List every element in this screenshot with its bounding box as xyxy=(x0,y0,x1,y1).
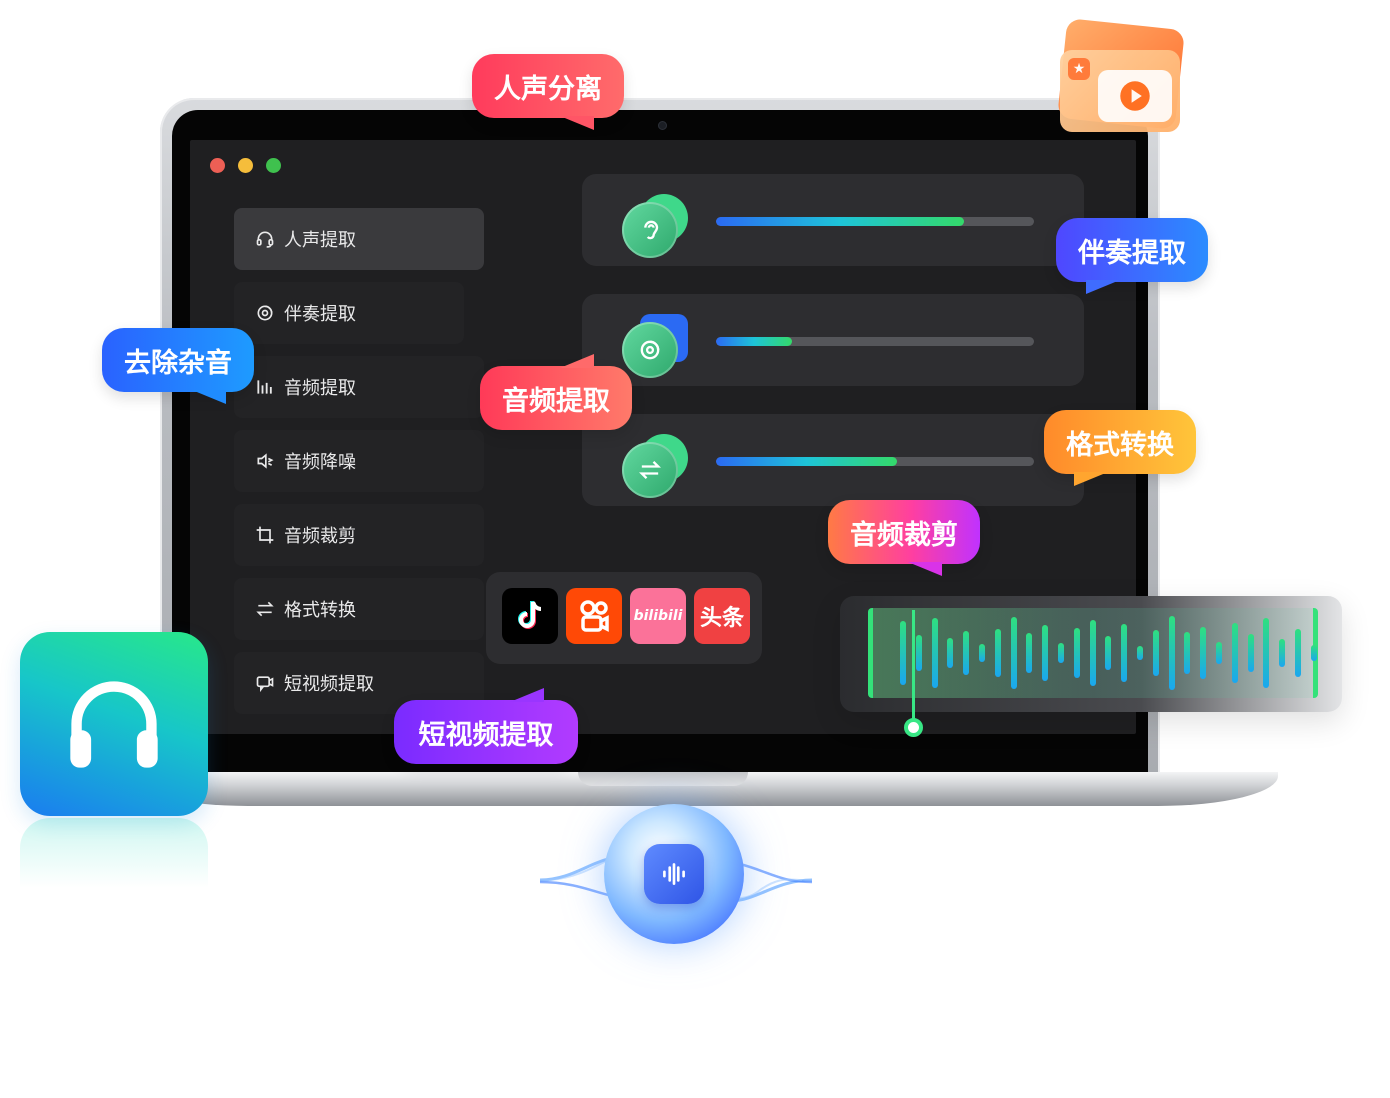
task-icon xyxy=(622,434,692,498)
ear-icon xyxy=(622,202,678,258)
playhead-line[interactable] xyxy=(912,610,915,722)
bubble-tail xyxy=(510,688,544,702)
waveform-bar xyxy=(1295,629,1301,677)
sidebar-item-label: 人声提取 xyxy=(284,230,356,251)
waveform-bar xyxy=(1042,625,1049,681)
waveform-bar xyxy=(979,644,985,662)
task-card-accompaniment[interactable] xyxy=(582,294,1084,386)
waveform-bar xyxy=(1279,639,1286,667)
swap-arrows-icon xyxy=(254,598,276,620)
waveform-bar xyxy=(994,629,1001,677)
waveform-bar xyxy=(1010,617,1017,689)
sidebar-item-denoise[interactable]: 音频降噪 xyxy=(234,430,484,492)
music-disc-icon xyxy=(254,302,276,324)
star-icon: ★ xyxy=(1068,58,1090,80)
bubble-tail xyxy=(1074,472,1108,486)
waveform-bar xyxy=(963,631,970,675)
sidebar-item-label: 短视频提取 xyxy=(284,674,374,695)
waveform-bar xyxy=(1247,634,1254,672)
bubble-short-video: 短视频提取 xyxy=(394,700,578,764)
sidebar-item-audio-extract[interactable]: 音频提取 xyxy=(234,356,484,418)
video-chat-icon xyxy=(254,672,276,694)
laptop-notch xyxy=(578,772,748,786)
bubble-accompaniment: 伴奏提取 xyxy=(1056,218,1208,282)
sidebar-item-label: 音频降噪 xyxy=(284,452,356,473)
bubble-tail xyxy=(560,354,594,368)
waveform-bar xyxy=(1026,633,1033,673)
bubble-audio-trim: 音频裁剪 xyxy=(828,500,980,564)
bubble-format-convert: 格式转换 xyxy=(1044,410,1196,474)
sidebar-item-vocal-extract[interactable]: 人声提取 xyxy=(234,208,484,270)
task-icon xyxy=(622,194,692,258)
bubble-denoise: 去除杂音 xyxy=(102,328,254,392)
waveform-bar xyxy=(1121,624,1128,682)
voice-assistant-icon[interactable] xyxy=(644,844,704,904)
window-maximize-button[interactable] xyxy=(266,158,281,173)
bubble-vocal-separation: 人声分离 xyxy=(472,54,624,118)
window-minimize-button[interactable] xyxy=(238,158,253,173)
bubble-tail xyxy=(1086,280,1120,294)
swap-arrows-icon xyxy=(622,442,678,498)
window-close-button[interactable] xyxy=(210,158,225,173)
headphones-icon xyxy=(70,681,158,768)
waveform-bar xyxy=(1073,628,1080,678)
progress-bar xyxy=(716,457,1034,466)
headset-icon xyxy=(254,228,276,250)
toutiao-logo[interactable]: 头条 xyxy=(694,588,750,644)
bubble-tail xyxy=(908,562,942,576)
waveform-bar xyxy=(1105,636,1112,670)
music-disc-icon xyxy=(622,322,678,378)
waveform-bar xyxy=(900,621,906,685)
waveform-bar xyxy=(931,618,938,688)
play-icon xyxy=(1098,70,1172,122)
waveform-bar xyxy=(1263,618,1270,688)
kuaishou-logo[interactable] xyxy=(566,588,622,644)
audio-bars-icon xyxy=(254,376,276,398)
sidebar-item-label: 音频提取 xyxy=(284,378,356,399)
waveform-bar xyxy=(1231,623,1238,683)
sidebar-item-label: 伴奏提取 xyxy=(284,304,356,325)
sidebar-item-format-convert[interactable]: 格式转换 xyxy=(234,578,484,640)
tiktok-logo[interactable] xyxy=(502,588,558,644)
crop-icon xyxy=(254,524,276,546)
progress-bar xyxy=(716,217,1034,226)
waveform-bar xyxy=(1137,646,1143,660)
task-card-vocal[interactable] xyxy=(582,174,1084,266)
progress-bar xyxy=(716,337,1034,346)
waveform-bar xyxy=(947,638,954,668)
waveform-bar xyxy=(1184,632,1191,674)
waveform-bar xyxy=(1089,620,1096,686)
sidebar-item-label: 音频裁剪 xyxy=(284,526,356,547)
waveform-bar xyxy=(1310,645,1317,661)
bubble-tail xyxy=(560,116,594,130)
sidebar-item-label: 格式转换 xyxy=(284,600,356,621)
waveform-bar xyxy=(1216,642,1222,664)
app-logo xyxy=(20,632,208,816)
task-icon xyxy=(622,314,692,378)
sidebar-item-accompaniment[interactable]: 伴奏提取 xyxy=(234,282,464,344)
app-logo-reflection xyxy=(20,818,208,888)
sidebar-item-audio-trim[interactable]: 音频裁剪 xyxy=(234,504,484,566)
waveform-bar xyxy=(1152,630,1159,676)
waveform-bar xyxy=(1058,643,1064,663)
bubble-audio-extract: 音频提取 xyxy=(480,366,632,430)
waveform-bar xyxy=(1168,616,1175,690)
bilibili-logo[interactable]: bilibili xyxy=(630,588,686,644)
task-card-format[interactable] xyxy=(582,414,1084,506)
waveform-bar xyxy=(915,635,922,671)
speaker-icon xyxy=(254,450,276,472)
camera-icon xyxy=(658,121,667,130)
bubble-tail xyxy=(192,390,226,404)
playhead-handle[interactable] xyxy=(904,718,923,737)
waveform-bar xyxy=(1200,627,1207,679)
